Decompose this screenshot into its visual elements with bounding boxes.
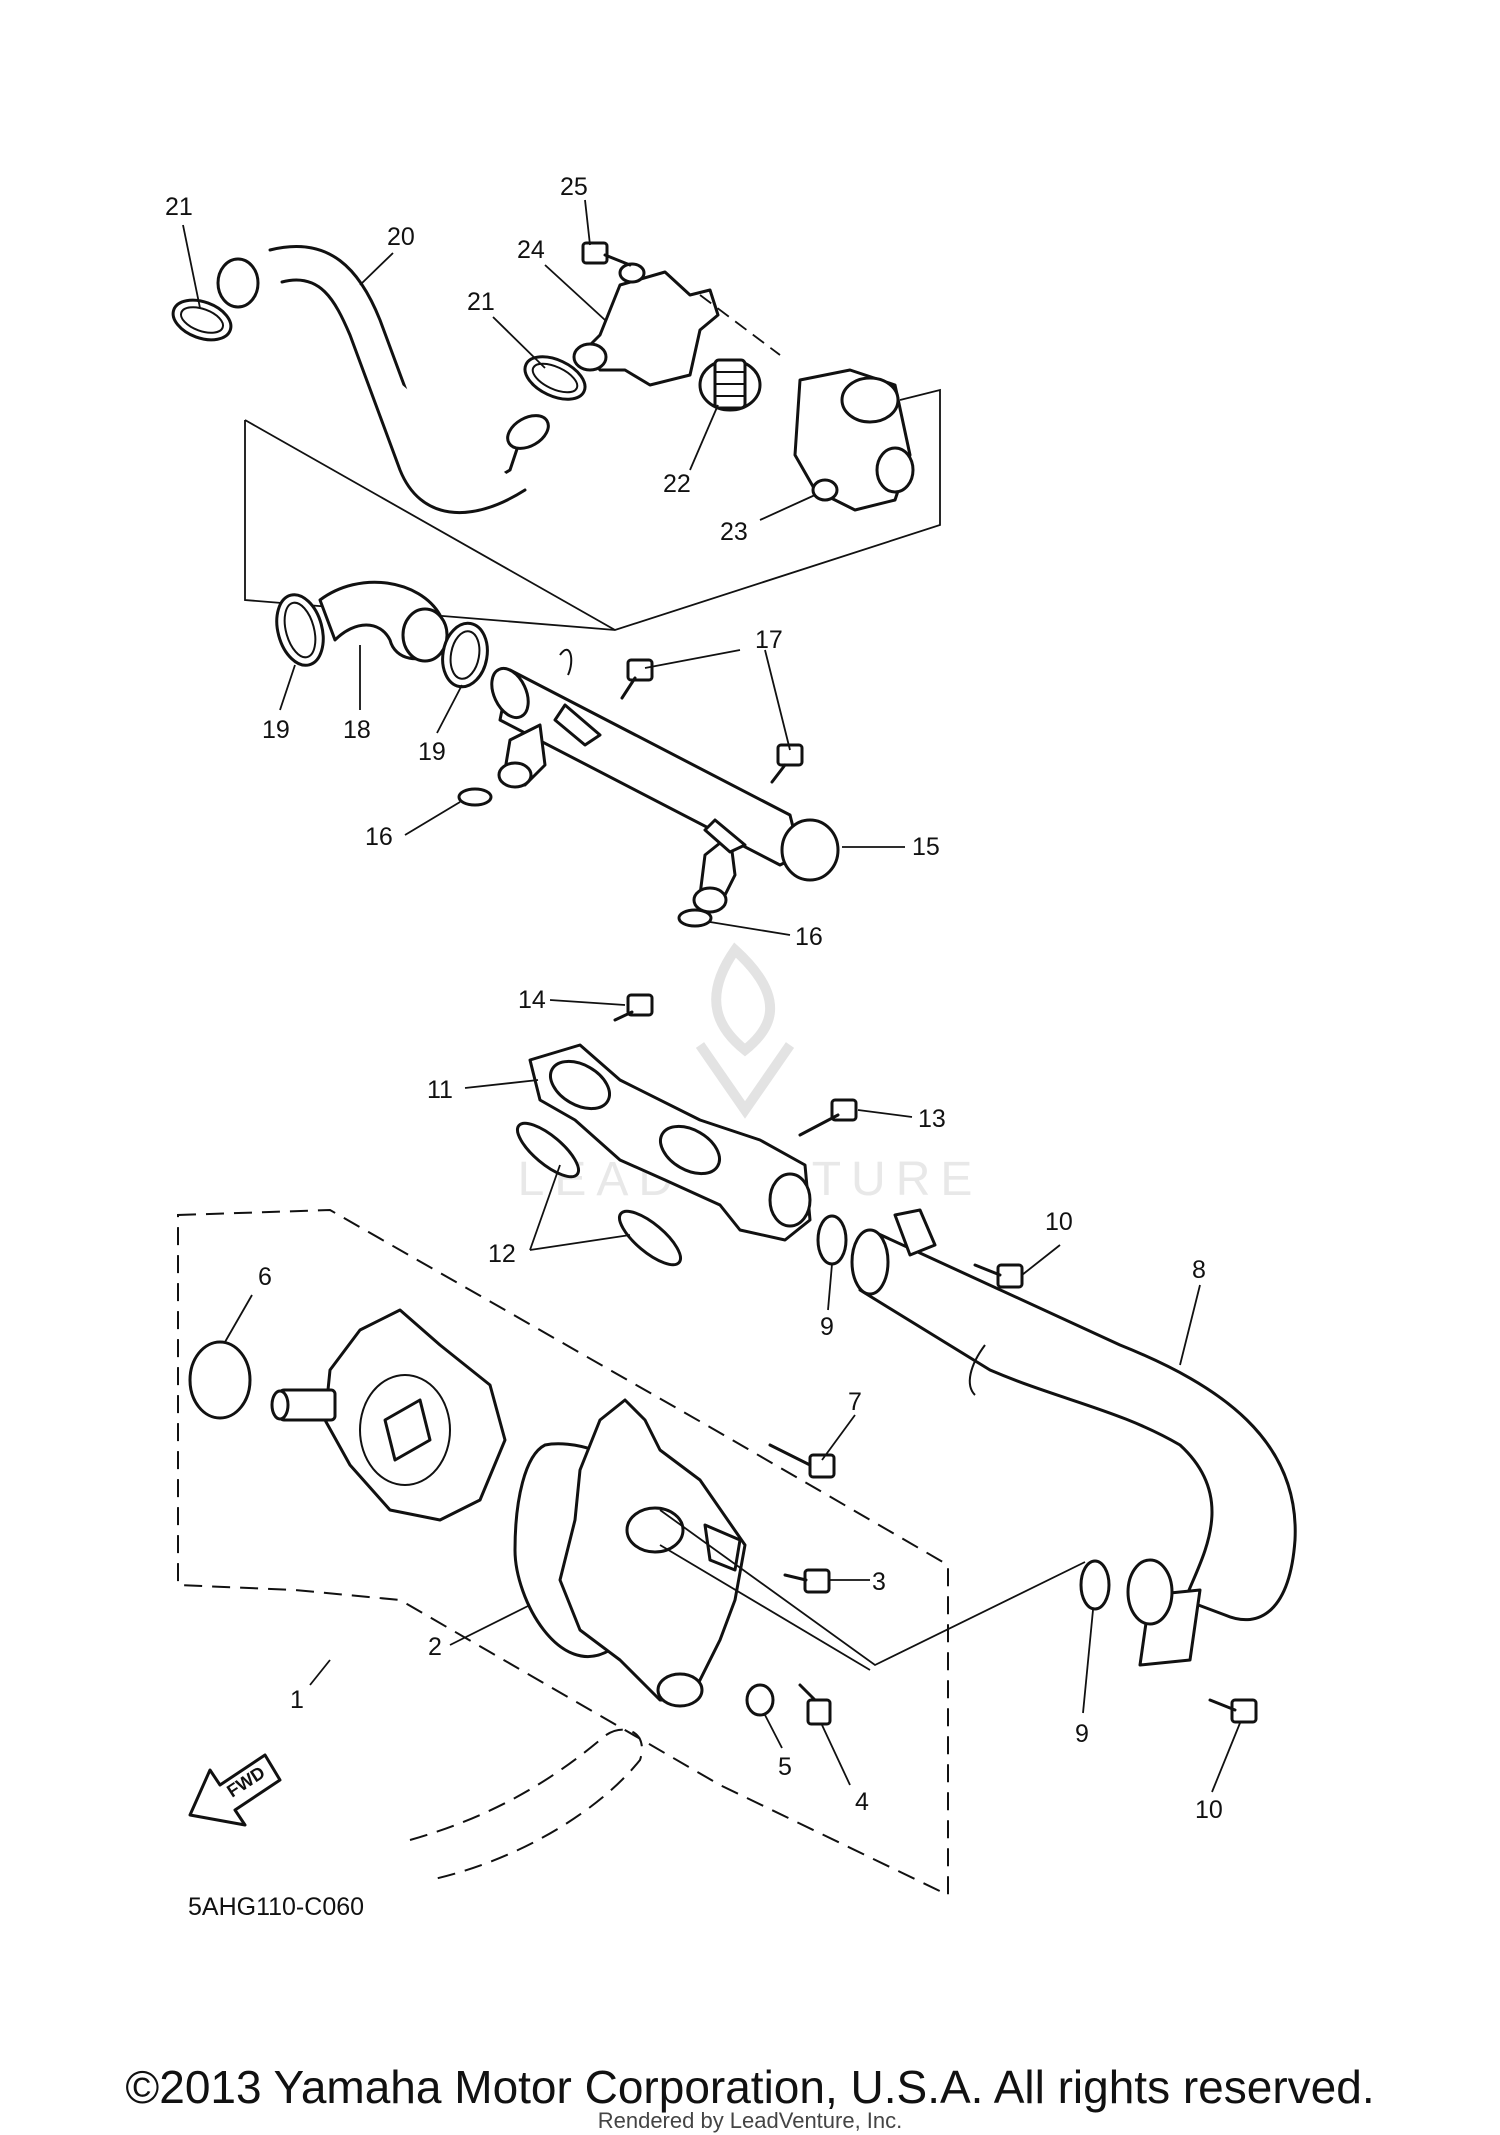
callout-18: 18 <box>343 716 371 744</box>
callout-9-bottom: 9 <box>1075 1720 1089 1748</box>
callout-1: 1 <box>290 1686 304 1714</box>
part-1-water-pump <box>270 1308 507 1522</box>
callout-19-left: 19 <box>262 716 290 744</box>
part-25-bolt <box>581 241 632 267</box>
callout-2: 2 <box>428 1633 442 1661</box>
fwd-arrow-icon: FWD <box>188 1753 282 1827</box>
part-14-bolt <box>613 993 654 1022</box>
drawing-code: 5AHG110-C060 <box>188 1893 364 1921</box>
callout-3: 3 <box>872 1568 886 1596</box>
callout-10-bottom: 10 <box>1195 1796 1223 1824</box>
part-21-clamp-right <box>523 355 587 401</box>
part-pump-cover <box>558 1398 747 1708</box>
part-23-thermostat-housing <box>793 368 915 512</box>
part-17-bolt-a <box>620 658 654 700</box>
part-16-o-ring-a <box>457 787 493 807</box>
part-6-o-ring <box>188 1340 252 1420</box>
part-9-o-ring-b <box>1079 1559 1111 1611</box>
part-7-bolt <box>768 1443 836 1479</box>
part-22-thermostat <box>698 358 762 412</box>
callout-8: 8 <box>1192 1256 1206 1284</box>
callout-24: 24 <box>517 236 545 264</box>
part-15-water-pipe <box>490 648 840 914</box>
part-10-bolt-b <box>1208 1698 1258 1724</box>
part-12-gasket-a <box>516 1121 580 1179</box>
part-17-bolt-b <box>770 743 804 784</box>
part-11-outlet-pipe <box>528 1043 812 1242</box>
callout-4: 4 <box>855 1788 869 1816</box>
part-16-o-ring-b <box>677 908 713 928</box>
part-12-gasket-b <box>618 1209 682 1267</box>
part-19-clamp-right <box>441 621 489 689</box>
callout-20: 20 <box>387 223 415 251</box>
part-18-hose <box>318 580 449 663</box>
part-21-clamp-left <box>171 298 233 342</box>
leader-lines <box>182 199 1241 1793</box>
callout-15: 15 <box>912 833 940 861</box>
callout-19-right: 19 <box>418 738 446 766</box>
part-8-water-pipe <box>850 1208 1297 1667</box>
part-19-clamp-left <box>275 593 325 667</box>
part-20-hose <box>216 245 550 515</box>
callout-5: 5 <box>778 1753 792 1781</box>
part-9-o-ring-a <box>816 1214 848 1266</box>
part-4-bolt <box>798 1683 832 1726</box>
callout-9-top: 9 <box>820 1313 834 1341</box>
callout-13: 13 <box>918 1105 946 1133</box>
callout-17: 17 <box>755 626 783 654</box>
part-13-bolt <box>798 1098 858 1137</box>
part-10-bolt-a <box>973 1263 1024 1289</box>
callout-23: 23 <box>720 518 748 546</box>
callout-10-top: 10 <box>1045 1208 1073 1236</box>
callout-11: 11 <box>427 1076 453 1104</box>
callouts: 21 20 25 24 21 22 23 19 18 19 17 16 15 1… <box>165 173 1223 1921</box>
part-3-bolt <box>783 1568 831 1594</box>
callout-16-right: 16 <box>795 923 823 951</box>
callout-14: 14 <box>518 986 546 1014</box>
rendered-by-notice: Rendered by LeadVenture, Inc. <box>597 2108 903 2133</box>
callout-21-mid: 21 <box>467 288 495 316</box>
callout-12: 12 <box>488 1240 516 1268</box>
copyright-notice: ©2013 Yamaha Motor Corporation, U.S.A. A… <box>125 2061 1375 2113</box>
part-5-washer <box>745 1683 775 1717</box>
callout-7: 7 <box>848 1388 862 1416</box>
callout-16-left: 16 <box>365 823 393 851</box>
callout-6: 6 <box>258 1263 272 1291</box>
assembly-1-dashed-outline <box>177 1208 949 1897</box>
callout-22: 22 <box>663 470 691 498</box>
callout-25: 25 <box>560 173 588 201</box>
hose-outline <box>409 1728 643 1881</box>
part-24-housing-cover <box>572 262 720 387</box>
callout-21-top: 21 <box>165 193 193 221</box>
